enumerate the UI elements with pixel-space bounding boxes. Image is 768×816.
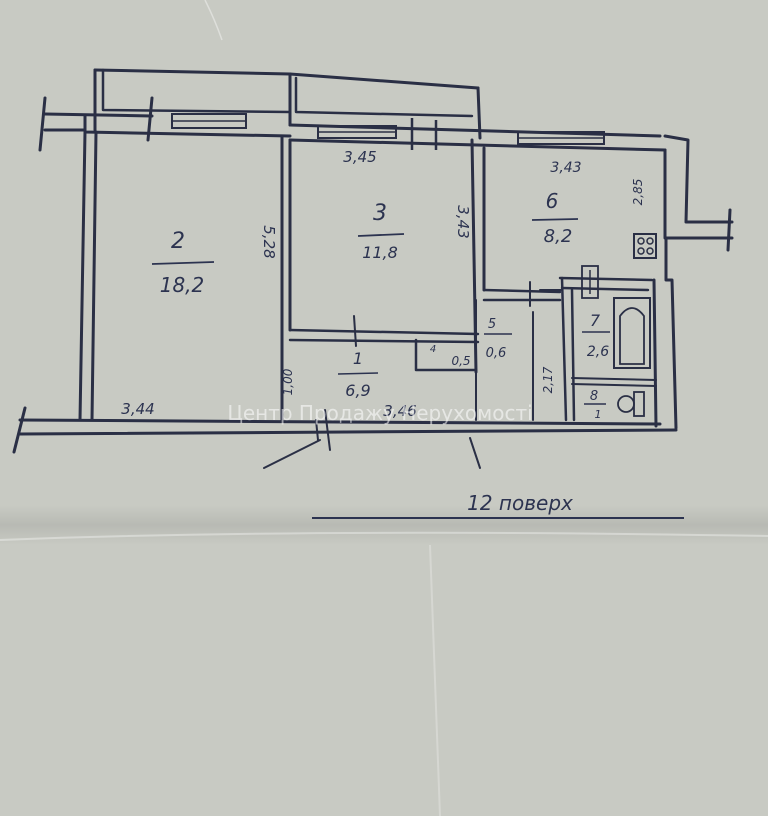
svg-text:8: 8 [590,389,598,404]
fixtures [581,233,657,417]
sink-icon [581,265,599,299]
svg-text:8,2: 8,2 [544,226,573,247]
svg-text:1: 1 [353,349,363,368]
dimension-hall-depth: 1,00 [281,368,295,395]
svg-text:2,6: 2,6 [587,344,609,360]
svg-text:0,6: 0,6 [486,346,507,361]
svg-text:3: 3 [373,201,387,226]
paper-fold [0,505,768,545]
room-label-3: 3 11,8 [357,201,405,262]
svg-text:6: 6 [546,189,559,213]
svg-text:1: 1 [595,408,602,421]
stove-icon [633,233,657,259]
room-label-8: 8 1 [584,389,606,421]
room-label-6: 6 8,2 [531,189,579,247]
room-label-4: 4 0,5 [430,344,471,368]
room-label-1: 1 6,9 [337,349,379,400]
watermark: Центр Продажу Нерухомості [227,401,532,425]
dimension-hall-bottom: 3,46 [383,402,416,420]
outer-walls [12,96,734,469]
fold-crease [0,531,768,541]
bathtub-icon [613,297,651,369]
dimension-room6-depth: 2,85 [631,179,645,206]
room-label-7: 7 2,6 [582,311,610,360]
svg-text:2: 2 [171,229,185,254]
svg-text:6,9: 6,9 [345,381,370,400]
fold-crease-vertical [429,544,441,816]
floor-label: 12 поверх [312,491,684,519]
windows [171,113,605,150]
svg-text:5: 5 [488,317,496,332]
interior-walls [280,134,657,451]
svg-text:7: 7 [590,311,601,330]
room-label-2: 2 18,2 [151,229,215,297]
svg-text:4: 4 [430,344,436,355]
balcony [93,68,482,140]
dimension-room6-width: 3,43 [550,160,581,176]
svg-text:12 поверх: 12 поверх [467,491,573,515]
svg-text:0,5: 0,5 [451,354,470,368]
dimension-room3-width: 3,45 [343,148,376,166]
paper-scratch [204,0,223,41]
dimension-bath-depth: 2,17 [541,366,555,393]
dimension-room2-depth: 5,28 [260,225,278,258]
room-label-5: 5 0,6 [484,317,512,361]
svg-text:11,8: 11,8 [362,243,398,262]
svg-text:18,2: 18,2 [160,273,205,297]
dimension-room3-depth: 3,43 [454,205,472,238]
dimension-room2-bottom: 3,44 [121,400,154,418]
